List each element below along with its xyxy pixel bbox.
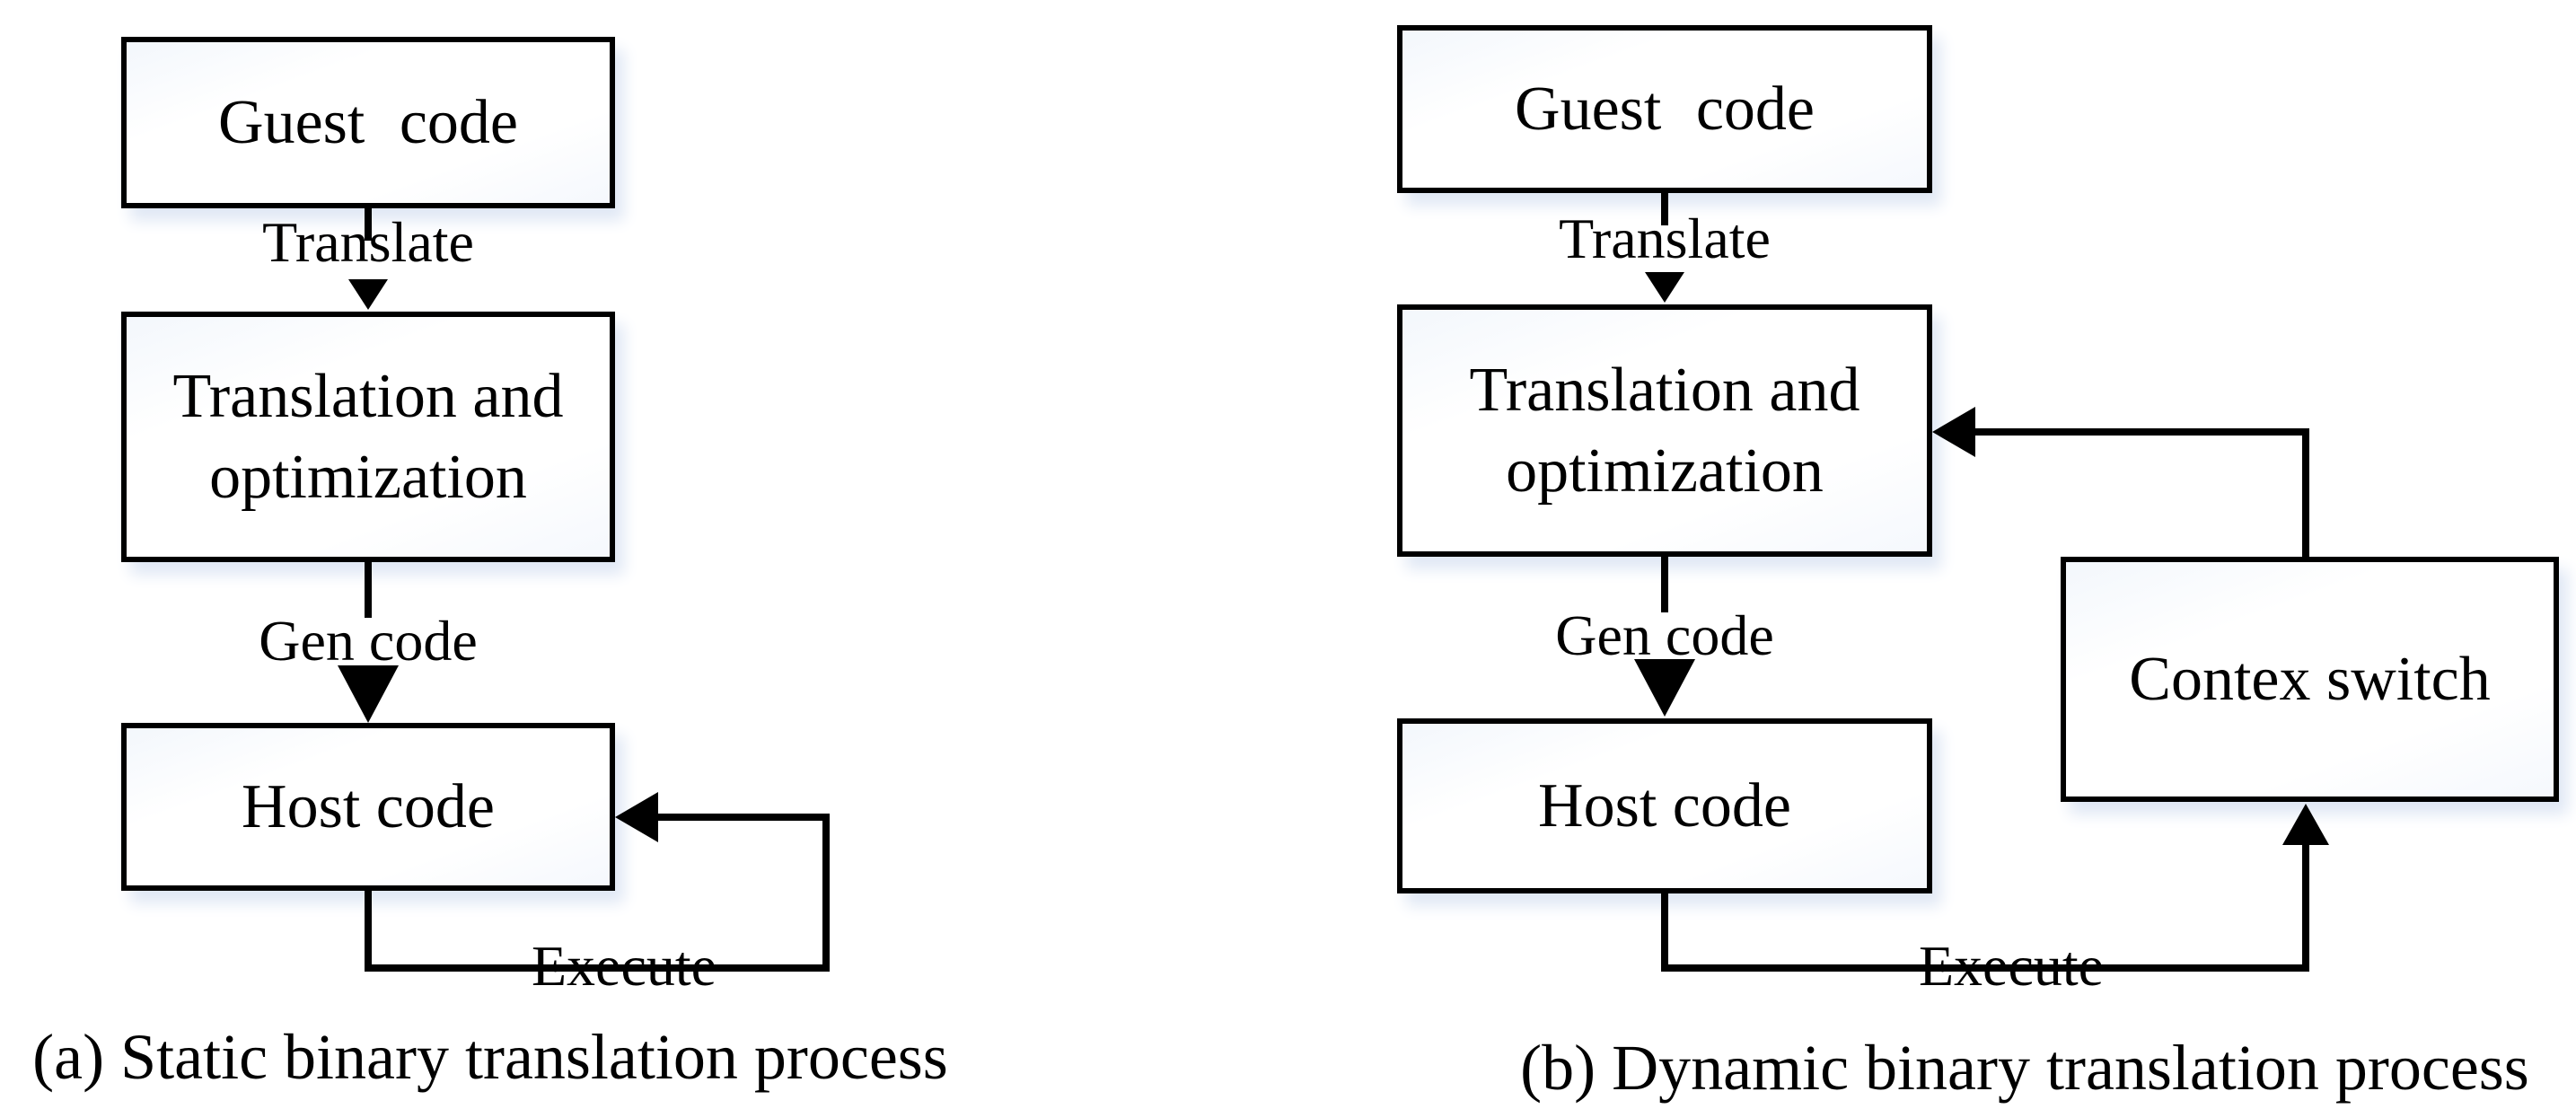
- panel-a-gen-code-connector-line: [365, 562, 372, 618]
- panel-a-gen-code-arrowhead-icon: [338, 665, 399, 723]
- panel-a-execute-loop-down-line: [365, 891, 372, 972]
- panel-a-host-code-box: Host code: [121, 723, 615, 891]
- panel-b-return-edge-horizontal-line: [1975, 428, 2309, 436]
- panel-b-context-switch-box: Contex switch: [2061, 557, 2559, 802]
- panel-a-execute-loop-right-line: [822, 814, 830, 972]
- panel-a-gen-code-edge-label: Gen code: [259, 609, 478, 673]
- panel-a-translation-optimization-label: Translation and optimization: [172, 361, 564, 512]
- panel-a-guest-code-box: Guest code: [121, 37, 615, 208]
- panel-b-translate-connector-line: [1661, 193, 1668, 225]
- panel-b-execute-bottom-line: [1661, 964, 2309, 972]
- panel-b-return-arrowhead-icon: [1932, 407, 1975, 457]
- panel-b-translate-arrowhead-icon: [1645, 272, 1684, 303]
- panel-a-execute-arrowhead-icon: [615, 792, 658, 842]
- panel-b-execute-down-line: [1661, 893, 1668, 972]
- panel-a-translate-connector-line: [365, 208, 372, 241]
- panel-a-host-code-label: Host code: [242, 771, 495, 841]
- panel-b-host-code-box: Host code: [1397, 718, 1932, 893]
- panel-b-caption: (b) Dynamic binary translation process: [1520, 1032, 2529, 1104]
- panel-b-context-switch-label: Contex switch: [2129, 644, 2491, 714]
- panel-a-execute-loop-bottom-line: [365, 964, 830, 972]
- panel-b-gen-code-edge-label: Gen code: [1555, 603, 1774, 667]
- panel-b-execute-arrowhead-icon: [2282, 804, 2329, 845]
- panel-a-translation-optimization-box: Translation and optimization: [121, 312, 615, 562]
- panel-b-guest-code-label: Guest code: [1515, 74, 1815, 144]
- panel-b-translate-edge-label: Translate: [1559, 207, 1771, 270]
- panel-b-host-code-label: Host code: [1538, 770, 1791, 841]
- panel-b-guest-code-box: Guest code: [1397, 25, 1932, 193]
- panel-b-execute-edge-label: Execute: [1918, 934, 2105, 998]
- panel-b-return-edge-up-line: [2302, 428, 2309, 560]
- panel-a-execute-edge-label: Execute: [531, 934, 717, 998]
- panel-b-translation-optimization-box: Translation and optimization: [1397, 304, 1932, 557]
- panel-b-gen-code-arrowhead-icon: [1634, 659, 1695, 717]
- panel-b-translation-optimization-label: Translation and optimization: [1469, 355, 1860, 506]
- panel-a-guest-code-label: Guest code: [218, 87, 518, 157]
- panel-a-execute-loop-top-line: [658, 814, 830, 821]
- panel-a-translate-arrowhead-icon: [348, 279, 388, 310]
- panel-a-caption: (a) Static binary translation process: [32, 1021, 948, 1093]
- panel-a-translate-edge-label: Translate: [262, 210, 474, 274]
- panel-b-gen-code-connector-line: [1661, 557, 1668, 612]
- panel-b-execute-up-line: [2302, 845, 2309, 972]
